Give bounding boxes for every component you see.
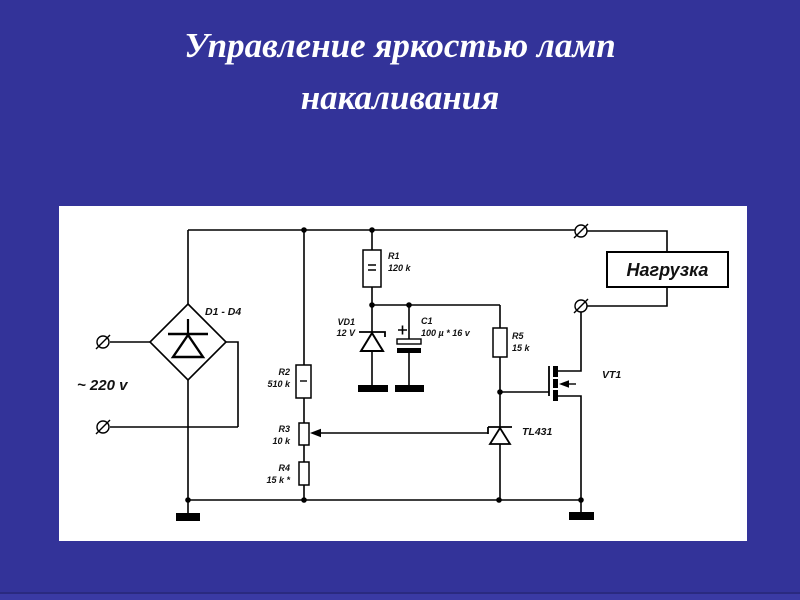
- mosfet-channel-segment: [553, 379, 558, 388]
- schematic-panel: D1 - D4 ~ 220 v R1 120 k R2 510 k R3 10 …: [59, 206, 747, 541]
- bridge-rectifier: D1 - D4: [148, 302, 241, 382]
- c1-value: 100 µ * 16 v: [421, 328, 471, 338]
- junction-dot: [301, 497, 307, 503]
- tl431-triangle: [488, 426, 512, 445]
- zener-vd1: VD1 12 V: [336, 317, 388, 392]
- capacitor-c1: C1 100 µ * 16 v: [395, 316, 471, 392]
- terminal-slash-icon: [95, 419, 111, 435]
- ground-icon: [176, 513, 200, 521]
- r3-name: R3: [278, 424, 290, 434]
- r4-value: 15 k *: [266, 475, 290, 485]
- r3-value: 10 k: [272, 436, 291, 446]
- vd1-value: 12 V: [336, 328, 356, 338]
- r4-name: R4: [278, 463, 290, 473]
- load-label: Нагрузка: [627, 260, 709, 280]
- cap-plate-bottom: [397, 348, 421, 353]
- input-terminals: [95, 334, 111, 435]
- slide-title-line2: накаливания: [300, 78, 500, 117]
- r1-value: 120 k: [388, 263, 412, 273]
- junction-dot: [369, 302, 375, 308]
- junction-dot: [301, 227, 307, 233]
- junction-dot: [369, 227, 375, 233]
- terminal-slash-icon: [95, 334, 111, 350]
- terminal-slash-icon: [573, 223, 589, 239]
- tl431-reference: TL431: [487, 426, 553, 445]
- junction-dots: [185, 227, 584, 503]
- resistor-r2: R2 510 k: [267, 364, 312, 399]
- wire-load-bottom: [587, 287, 668, 307]
- junction-dot: [406, 302, 412, 308]
- cap-plate-top: [396, 338, 422, 345]
- bridge-label: D1 - D4: [205, 306, 241, 318]
- mosfet-channel-segment: [553, 366, 558, 377]
- wire-bridge-right: [226, 341, 239, 427]
- r2-name: R2: [278, 367, 290, 377]
- resistor-r4: R4 15 k *: [266, 461, 310, 486]
- resistor-r5: R5 15 k: [492, 327, 531, 358]
- wiper-reference-wire: [310, 428, 488, 438]
- ground-icon: [569, 512, 594, 520]
- plus-icon: [398, 325, 407, 335]
- mosfet-vt1: VT1: [548, 366, 621, 401]
- r1-name: R1: [388, 251, 400, 261]
- load-box: Нагрузка: [606, 251, 729, 288]
- zener-triangle: [359, 331, 385, 352]
- terminal-slash-icon: [573, 298, 589, 314]
- r5-value: 15 k: [512, 343, 531, 353]
- potentiometer-r3: R3 10 k: [272, 422, 310, 446]
- vt1-name: VT1: [602, 369, 621, 381]
- wire-drain: [558, 312, 582, 372]
- slide-footer-strip: [0, 592, 800, 600]
- input-voltage-label: ~ 220 v: [77, 377, 129, 394]
- circuit-diagram: D1 - D4 ~ 220 v R1 120 k R2 510 k R3 10 …: [77, 223, 729, 521]
- junction-dot: [496, 497, 502, 503]
- vd1-name: VD1: [337, 317, 355, 327]
- junction-dot: [578, 497, 584, 503]
- r5-name: R5: [512, 331, 524, 341]
- c1-name: C1: [421, 316, 433, 326]
- resistor-r1: R1 120 k: [362, 249, 412, 288]
- r2-value: 510 k: [267, 379, 291, 389]
- wiper-arrowhead-icon: [310, 428, 321, 438]
- resistor-marking: [368, 264, 376, 271]
- wire-load-top: [587, 230, 668, 252]
- bridge-diode-triangle: [170, 332, 206, 359]
- slide-title-line1: Управление яркостью ламп: [184, 26, 616, 65]
- ground-icon: [358, 385, 388, 392]
- output-terminals: [573, 223, 589, 314]
- mosfet-arrow-icon: [559, 380, 569, 388]
- ground-icon: [395, 385, 424, 392]
- zener-cathode-bar: [359, 331, 386, 337]
- slide-title: Управление яркостью ламп накаливания: [0, 20, 800, 124]
- tl431-name: TL431: [522, 426, 553, 438]
- junction-dot: [497, 389, 503, 395]
- junction-dot: [185, 497, 191, 503]
- wire-source: [558, 395, 582, 500]
- mosfet-channel-segment: [553, 390, 558, 401]
